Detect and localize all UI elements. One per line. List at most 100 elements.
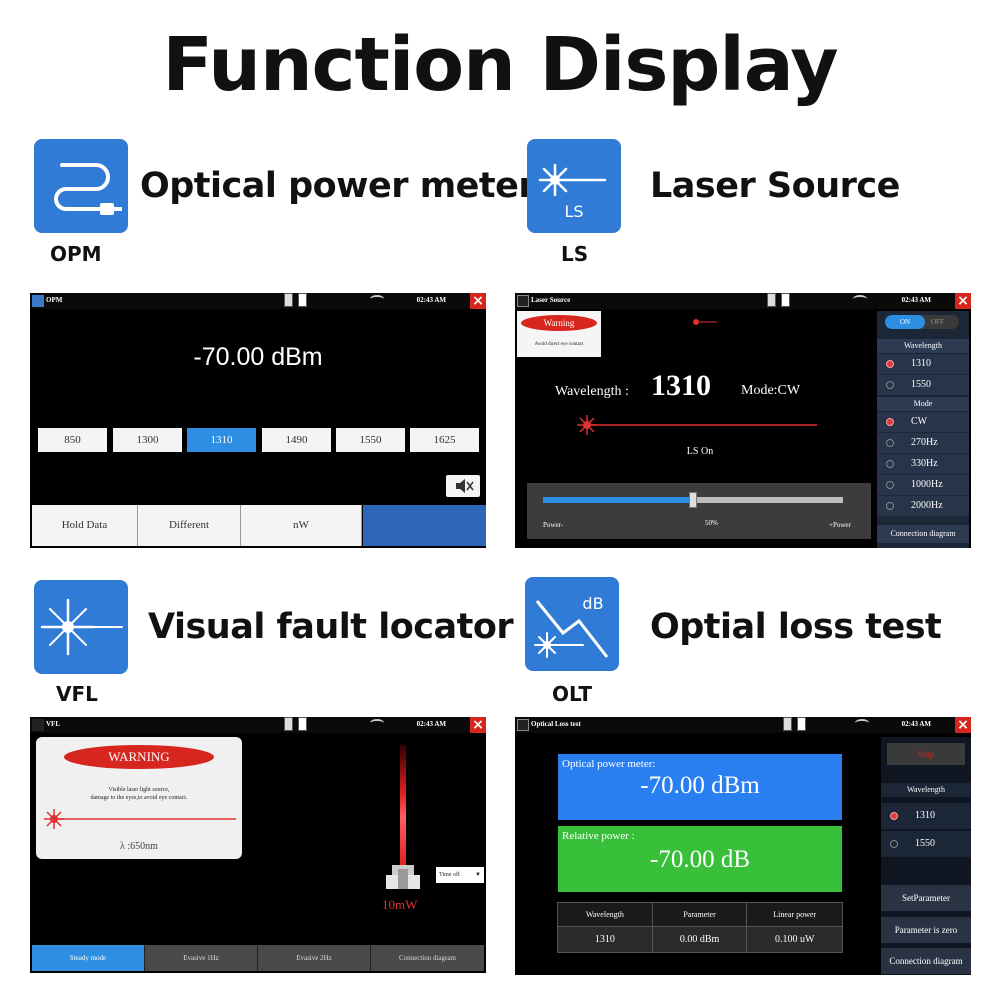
vfl-screen: VFL 02:43 AM × WARNING Visible laser lig… — [30, 717, 486, 973]
status-bar: VFL 02:43 AM × — [30, 717, 486, 733]
wavelength-option-1310[interactable]: 1310 — [881, 803, 971, 829]
table-header: Parameter — [651, 902, 748, 927]
power-plus-label: +Power — [829, 521, 851, 529]
evasive-2hz-button[interactable]: Evasive 2Hz — [258, 945, 371, 971]
olt-abbr: OLT — [552, 682, 593, 706]
power-panel: Power- 50% +Power — [527, 483, 871, 539]
wavelength-label: Wavelength : — [555, 384, 629, 399]
page-title: Function Display — [162, 22, 838, 108]
radio-icon — [890, 840, 898, 848]
radio-selected-icon — [886, 418, 894, 426]
vfl-abbr: VFL — [56, 682, 98, 706]
relative-power-label: Relative power : — [562, 830, 635, 842]
parameter-zero-button[interactable]: Parameter is zero — [881, 917, 971, 943]
connection-diagram-button[interactable]: Connection diagram — [877, 525, 969, 543]
vfl-power: 10mW — [382, 897, 418, 912]
radio-icon — [886, 381, 894, 389]
red-laser-beam — [400, 745, 406, 865]
mode-option-cw[interactable]: CW — [877, 412, 969, 432]
olt-side-panel: Stop Wavelength 1310 1550 SetParameter P… — [881, 737, 971, 975]
steady-mode-button[interactable]: Steady mode — [32, 945, 145, 971]
opm-abbr: OPM — [50, 242, 102, 266]
warning-card: Warning Avoid direct eye contact — [517, 311, 601, 357]
close-icon[interactable]: × — [470, 717, 486, 733]
results-table: Wavelength Parameter Linear power 1310 0… — [557, 902, 843, 953]
close-icon[interactable]: × — [470, 293, 486, 309]
wavelength-option-1550[interactable]: 1550 — [881, 831, 971, 857]
opm-value: -70.00 dBm — [640, 772, 760, 799]
ls-section-title: Laser Source — [650, 166, 900, 206]
table-header: Linear power — [746, 902, 843, 927]
opm-screen: OPM 02:43 AM × -70.00 dBm 850 1300 1310 … — [30, 293, 486, 548]
relative-power-box: Relative power : -70.00 dB — [558, 826, 842, 892]
close-icon[interactable]: × — [955, 293, 971, 309]
app-title: Optical Loss test — [531, 720, 581, 728]
wavelength-button-1310[interactable]: 1310 — [187, 428, 256, 452]
clock: 02:43 AM — [901, 720, 931, 728]
wavelength-option-1310[interactable]: 1310 — [877, 354, 969, 374]
status-bar: OPM 02:43 AM × — [30, 293, 486, 309]
wavelength-header: Wavelength — [881, 783, 971, 797]
relative-power-value: -70.00 dB — [650, 846, 750, 873]
dbm-button[interactable]: dBm — [363, 505, 486, 546]
wavelength-button-1550[interactable]: 1550 — [336, 428, 405, 452]
ls-screen: Laser Source 02:43 AM × Warning Avoid di… — [515, 293, 971, 548]
stop-button[interactable]: Stop — [887, 743, 965, 765]
wifi-icon — [370, 295, 384, 303]
warning-card: WARNING Visible laser light source, dama… — [36, 737, 242, 859]
olt-screen: Optical Loss test 02:43 AM × Optical pow… — [515, 717, 971, 975]
app-icon — [517, 719, 529, 731]
power-slider-thumb[interactable] — [689, 492, 697, 508]
radio-icon — [886, 481, 894, 489]
connection-diagram-button[interactable]: Connection diagram — [881, 948, 971, 974]
nw-button[interactable]: nW — [241, 505, 362, 546]
wavelength-button-850[interactable]: 850 — [38, 428, 107, 452]
battery-icon — [783, 717, 792, 731]
evasive-1hz-button[interactable]: Evasive 1Hz — [145, 945, 258, 971]
wavelength-button-1625[interactable]: 1625 — [410, 428, 479, 452]
power-minus-label: Power- — [543, 521, 564, 529]
table-cell: 0.00 dBm — [651, 926, 748, 953]
mode-option-1000hz[interactable]: 1000Hz — [877, 475, 969, 495]
time-off-select[interactable]: Time off ▼ — [436, 867, 484, 883]
mode-text: Mode:CW — [741, 383, 801, 398]
opm-label: Optical power meter: — [562, 758, 656, 770]
warning-line-2: damage to the eyes,to avoid eye contact. — [90, 795, 188, 801]
mode-option-270hz[interactable]: 270Hz — [877, 433, 969, 453]
table-cell: 0.100 uW — [746, 926, 843, 953]
set-parameter-button[interactable]: SetParameter — [881, 885, 971, 911]
wavelength-option-1550[interactable]: 1550 — [877, 375, 969, 395]
wavelength-button-1300[interactable]: 1300 — [113, 428, 182, 452]
close-icon[interactable]: × — [955, 717, 971, 733]
power-slider[interactable] — [543, 492, 843, 508]
power-percent: 50% — [705, 519, 718, 527]
wavelength-lambda: λ :650nm — [120, 841, 158, 852]
table-cell: 1310 — [557, 926, 653, 953]
optical-power-meter-icon — [34, 139, 128, 233]
connection-diagram-button[interactable]: Connection diagram — [371, 945, 484, 971]
app-icon — [32, 295, 44, 307]
toggle-on: ON — [885, 315, 925, 329]
ls-side-panel: ON OFF Wavelength 1310 1550 Mode CW 270H… — [877, 311, 969, 548]
hold-data-button[interactable]: Hold Data — [32, 505, 138, 546]
on-off-toggle[interactable]: ON OFF — [885, 315, 959, 329]
mode-option-330hz[interactable]: 330Hz — [877, 454, 969, 474]
mode-option-2000hz[interactable]: 2000Hz — [877, 496, 969, 516]
clock: 02:43 AM — [416, 720, 446, 728]
olt-icon-text: dB — [582, 594, 603, 613]
wavelength-button-1490[interactable]: 1490 — [262, 428, 331, 452]
different-button[interactable]: Different — [138, 505, 241, 546]
ls-abbr: LS — [561, 242, 589, 266]
mute-button[interactable] — [446, 475, 480, 497]
radio-icon — [886, 460, 894, 468]
laser-source-icon: LS — [527, 139, 621, 233]
sd-card-icon — [781, 293, 790, 307]
radio-selected-icon — [890, 812, 898, 820]
olt-section-title: Optial loss test — [650, 607, 942, 647]
visual-fault-locator-icon — [34, 580, 128, 674]
ls-icon-text: LS — [564, 202, 583, 221]
chevron-down-icon: ▼ — [475, 872, 481, 878]
toggle-off: OFF — [931, 318, 944, 326]
table-header: Wavelength — [557, 902, 653, 927]
opm-section-title: Optical power meter — [140, 166, 536, 206]
